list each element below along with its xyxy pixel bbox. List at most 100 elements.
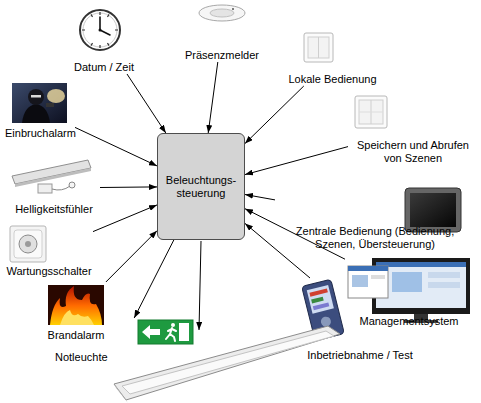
device-label: Präsenzmelder: [180, 49, 264, 62]
screen-content: [313, 302, 329, 310]
detector-led: [232, 8, 234, 10]
arrow-connector: [93, 205, 157, 232]
device-button: [320, 316, 332, 328]
device-node: Speichern und Abrufen von Szenen: [348, 93, 478, 165]
presence-detector-icon: [199, 5, 245, 21]
device-label: Helligkeitsfühler: [8, 203, 100, 216]
flashlight-glow: [47, 89, 65, 103]
arrow-connector: [106, 231, 157, 282]
photo-background: [12, 83, 67, 123]
window-titlebar: [348, 266, 388, 271]
switch-rocker: [308, 37, 329, 58]
sensor-box: [38, 184, 52, 193]
device-label: Lokale Bedienung: [285, 73, 380, 86]
arrow-connector: [245, 195, 275, 200]
light-sensor-icon: [12, 160, 91, 193]
sign-arrow: [142, 325, 160, 339]
app-window: [348, 266, 388, 298]
clock-ticks: [82, 12, 118, 48]
switch-divider: [359, 112, 383, 113]
device-node: Wartungsschalter: [5, 222, 93, 278]
arrow-connector: [245, 147, 348, 175]
monitor-screen: [376, 262, 466, 308]
controller-label: Beleuchtungs- steuerung: [161, 174, 241, 200]
device-label: Inbetriebnahme / Test: [300, 349, 420, 362]
sensor-rail-side: [15, 168, 91, 187]
switch-knob: [19, 235, 37, 253]
luminaire-diffuser: [122, 331, 334, 394]
device-label: Einbruchalarm: [5, 127, 75, 140]
clock-ring: [83, 13, 117, 47]
device-node: Inbetriebnahme / Test: [300, 278, 420, 362]
clock-pin: [99, 29, 102, 32]
screen-content: [309, 288, 327, 296]
luminaire-icon: [114, 326, 340, 403]
monitor-icon: [348, 258, 470, 323]
device-label: Datum / Zeit: [68, 61, 140, 74]
device-node: Brandalarm: [40, 282, 112, 342]
device-label: Brandalarm: [40, 329, 112, 342]
controller-box: Beleuchtungs- steuerung: [157, 133, 245, 240]
sign-panel: [138, 320, 193, 344]
device-node: Datum / Zeit: [68, 4, 140, 74]
switch-rocker: [359, 100, 383, 124]
device-node: Notleuchte: [50, 318, 195, 364]
arrow-connector: [208, 62, 218, 133]
switch-plate: [355, 96, 387, 128]
screen-content: [428, 282, 460, 288]
switch-plate: [10, 226, 46, 262]
arrow-connector: [134, 240, 174, 318]
luminaire-body: [114, 326, 340, 400]
screen-titlebar: [376, 262, 466, 267]
flame-core: [60, 310, 94, 325]
switch-insert: [14, 230, 42, 258]
device-label: Speichern und Abrufen von Szenen: [353, 139, 473, 165]
screen-content: [311, 297, 324, 304]
arrow-connector: [127, 74, 166, 133]
device-screen: [307, 285, 334, 314]
device-label: Notleuchte: [50, 351, 195, 364]
device-node: Einbruchalarm: [5, 82, 75, 140]
panel-screen: [410, 193, 456, 227]
sign-figure-head: [171, 323, 175, 327]
sensor-head: [69, 182, 75, 188]
fire-photo: [48, 285, 104, 325]
mask-eyes: [31, 95, 41, 98]
burglar-head: [28, 89, 44, 105]
device-label: Zentrale Bedienung (Bedienung, Szenen, Ü…: [275, 225, 475, 251]
arrow-connector: [100, 186, 157, 188]
device-node: Präsenzmelder: [180, 0, 264, 62]
clock-hands: [100, 17, 110, 35]
wall-switch-icon: [304, 33, 333, 62]
exit-sign-icon: [138, 320, 193, 344]
device-label: Managementsystem: [345, 315, 473, 328]
switch-divider: [318, 37, 319, 58]
window-content: [352, 275, 368, 287]
sign-figure: [166, 328, 176, 341]
burglar-body: [22, 104, 50, 123]
switch-plate: [304, 33, 333, 62]
key-switch-icon: [10, 226, 46, 262]
photo-background: [48, 285, 104, 325]
burglar-photo: [12, 83, 67, 123]
clock-face: [80, 10, 120, 50]
detector-body: [199, 5, 245, 21]
arrow-connector: [75, 127, 157, 165]
window-content: [371, 275, 385, 279]
clock-icon: [80, 10, 120, 50]
screen-content: [392, 272, 422, 292]
switch-keyhole: [25, 241, 31, 247]
device-node: Lokale Bedienung: [285, 30, 380, 86]
scene-switch-icon: [355, 96, 387, 128]
sign-door: [179, 323, 189, 341]
flashlight: [46, 103, 54, 107]
arrow-connector: [245, 86, 304, 144]
device-label: Wartungsschalter: [5, 265, 93, 278]
screen-content: [428, 272, 460, 278]
device-node: Helligkeitsfühler: [8, 160, 100, 216]
sensor-cable: [52, 186, 70, 190]
device-node: Managementsystem: [345, 255, 473, 328]
device-node: Zentrale Bedienung (Bedienung, Szenen, Ü…: [275, 185, 475, 251]
detector-lens: [210, 9, 234, 17]
